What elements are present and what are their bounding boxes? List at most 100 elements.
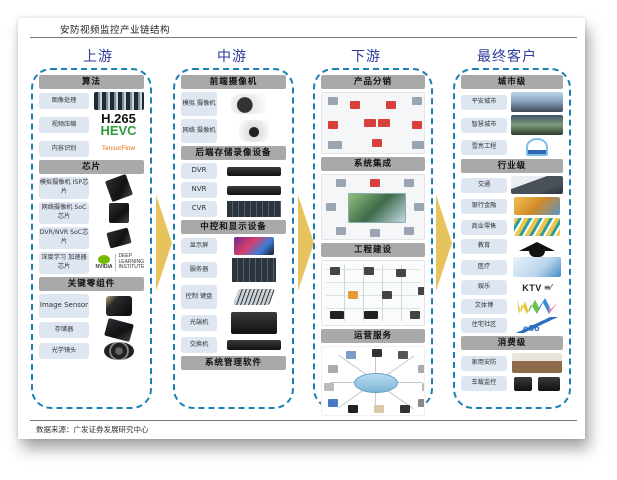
- truck-icon: [328, 141, 342, 149]
- title-divider: [30, 37, 577, 38]
- soc-chip-image: [93, 202, 144, 223]
- item-label: 智慧城市: [461, 117, 507, 133]
- section-header-chips: 芯片: [39, 159, 144, 174]
- device-icon: [370, 179, 380, 187]
- item-label: 平安城市: [461, 94, 507, 110]
- optical-lens-image: [93, 341, 144, 360]
- server-image: [221, 258, 286, 282]
- monitor-icon: [330, 311, 344, 319]
- system-integration-diagram: [321, 174, 425, 240]
- heading-upstream: 上游: [83, 49, 113, 65]
- item-image-processing: 图像处理: [39, 92, 144, 110]
- traffic-image: [511, 176, 563, 194]
- distribution-flow-diagram: [321, 92, 425, 154]
- item-label: 网络摄像机 SoC芯片: [39, 201, 89, 224]
- item-label: 显示屏: [181, 238, 217, 254]
- device-icon: [370, 229, 380, 237]
- central-platform-icon: [354, 373, 398, 393]
- item-safe-city: 平安城市: [461, 92, 563, 112]
- camera-icon: [348, 291, 358, 299]
- control-keyboard-image: [221, 289, 286, 305]
- column-midstream: 前端摄像机 模拟 摄像机 网络 摄像机 后端存储录像设备 DVR NVR CVR…: [173, 68, 294, 409]
- item-dvr-nvr-chip: DVR/NVR SoC芯片: [39, 226, 144, 249]
- customer-icon: [328, 97, 338, 105]
- item-label: 商业零售: [461, 219, 507, 235]
- customer-icon: [412, 97, 422, 105]
- flow-arrow-2: [298, 195, 314, 291]
- item-cvr: CVR: [181, 201, 286, 217]
- item-label: 光端机: [181, 315, 217, 331]
- nvr-device-image: [221, 185, 286, 195]
- ip-camera-image: [221, 120, 286, 142]
- display-screen-image: [221, 237, 286, 255]
- item-label: 内容识别: [39, 140, 89, 157]
- pc-icon: [328, 365, 338, 373]
- order-icon: [386, 101, 396, 109]
- tensorflow-logo: TensorFlow: [93, 145, 144, 152]
- image-sensor-image: [93, 295, 144, 316]
- device-icon: [404, 227, 414, 235]
- engineering-network-diagram: [321, 260, 425, 326]
- item-nvr: NVR: [181, 182, 286, 198]
- smart-city-image: [511, 115, 563, 135]
- item-control-keyboard: 控制 键盘: [181, 285, 286, 309]
- heading-midstream: 中游: [217, 49, 247, 65]
- device-icon: [336, 227, 346, 235]
- item-label: DVR: [181, 163, 217, 179]
- item-xueliang-project: 雪亮工程: [461, 138, 563, 156]
- network-switch-image: [221, 340, 286, 350]
- item-smart-city: 智慧城市: [461, 115, 563, 135]
- section-header-industry-level: 行业级: [461, 159, 563, 173]
- item-retail: 商业零售: [461, 218, 563, 236]
- monitor-icon: [422, 383, 424, 391]
- figure-title: 安防视频监控产业链结构: [60, 25, 171, 36]
- item-dvr: DVR: [181, 163, 286, 179]
- item-isp-chip: 模拟摄像机 ISP芯片: [39, 173, 144, 202]
- safe-city-image: [511, 92, 563, 112]
- item-label: 模拟 摄像机: [181, 92, 217, 116]
- nvidia-eye-icon: [97, 255, 110, 265]
- finance-image: [511, 197, 563, 215]
- section-header-distribution: 产品分销: [321, 75, 425, 89]
- item-label: 存储器: [39, 321, 89, 338]
- section-header-front-cameras: 前端摄像机: [181, 75, 286, 89]
- item-label: 交换机: [181, 337, 217, 353]
- item-traffic: 交通: [461, 176, 563, 194]
- cvr-storage-image: [221, 201, 286, 217]
- pc-icon: [418, 287, 424, 295]
- device-icon: [326, 203, 336, 211]
- printer-icon: [378, 119, 390, 127]
- item-label: Image Sensor: [39, 293, 89, 318]
- item-label: 文体博: [461, 298, 507, 314]
- operation-service-hub-diagram: [321, 346, 425, 416]
- laptop-icon: [418, 365, 424, 373]
- item-label: 服务器: [181, 262, 217, 278]
- retail-image: [511, 218, 563, 236]
- optical-transceiver-image: [221, 312, 286, 334]
- device-icon: [414, 203, 424, 211]
- item-server: 服务器: [181, 258, 286, 282]
- dashcam-image: [511, 376, 563, 391]
- item-label: 医疗: [461, 259, 507, 275]
- pc-icon: [410, 311, 420, 319]
- item-label: 视频压缩: [39, 117, 89, 134]
- item-vehicle-monitoring: 车载监控: [461, 376, 563, 391]
- phone-icon: [324, 383, 334, 391]
- heading-end-customers: 最终客户: [477, 49, 537, 65]
- section-header-system-software: 系统管理软件: [181, 356, 286, 370]
- sports-culture-logo: [511, 298, 563, 314]
- user-icon: [372, 349, 382, 357]
- item-optical-transceiver: 光端机: [181, 312, 286, 334]
- surveillance-footage-image: [93, 92, 144, 110]
- device-icon: [404, 179, 414, 187]
- pc-icon: [396, 269, 406, 277]
- warehouse-icon: [412, 141, 424, 149]
- item-label: 控制 键盘: [181, 285, 217, 309]
- person-icon: [328, 399, 338, 407]
- section-header-algorithm: 算法: [39, 75, 144, 89]
- dome-camera-icon: [348, 405, 358, 413]
- item-label: 住宅社区: [461, 317, 507, 333]
- item-label: 娱乐: [461, 280, 507, 295]
